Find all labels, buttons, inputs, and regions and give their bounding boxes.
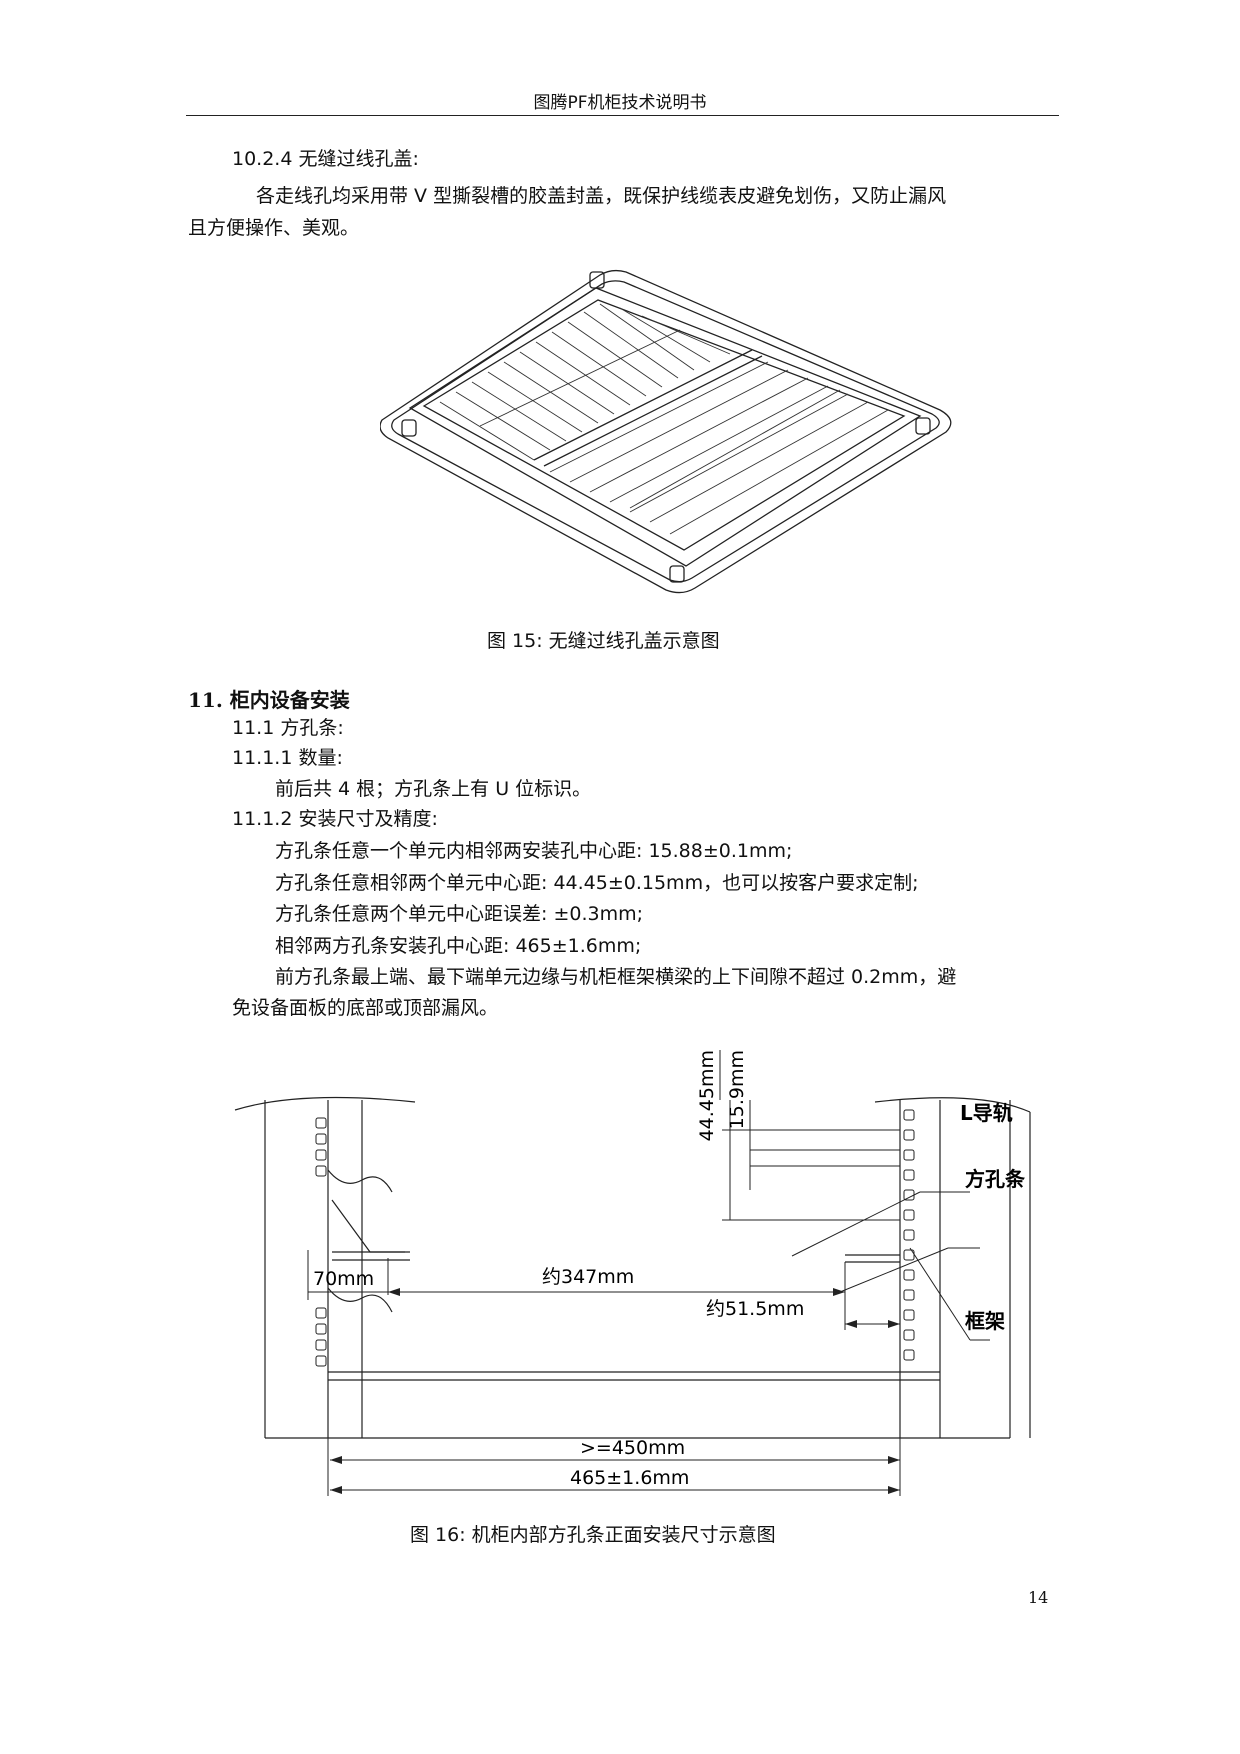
- section-11-1-1-heading: 11.1.1 数量:: [232, 747, 343, 769]
- dim-70-label: 70mm: [313, 1268, 374, 1290]
- page-header-title: 图腾PF机柜技术说明书: [533, 93, 707, 113]
- section-10-2-4-body-line2: 且方便操作、美观。: [188, 217, 360, 239]
- figure-16-caption: 图 16: 机柜内部方孔条正面安装尺寸示意图: [410, 1524, 776, 1546]
- dim-44-45-label: 44.45mm: [696, 1050, 718, 1141]
- section-10-2-4-heading: 10.2.4 无缝过线孔盖:: [232, 148, 419, 170]
- dim-465-label: 465±1.6mm: [570, 1467, 689, 1489]
- page-number: 14: [1028, 1588, 1049, 1607]
- section-10-2-4-body-line1: 各走线孔均采用带 V 型撕裂槽的胶盖封盖，既保护线缆表皮避免划伤，又防止漏风: [256, 185, 947, 207]
- spec-line: 免设备面板的底部或顶部漏风。: [232, 997, 499, 1019]
- l-rail-label: L导轨: [960, 1101, 1013, 1125]
- spec-line: 方孔条任意两个单元中心距误差: ±0.3mm;: [275, 903, 643, 925]
- frame-label: 框架: [965, 1309, 1005, 1333]
- section-11-1-heading: 11.1 方孔条:: [232, 717, 344, 739]
- header-rule: [186, 115, 1059, 116]
- dim-347-label: 约347mm: [542, 1266, 634, 1288]
- square-hole-bar-label: 方孔条: [965, 1167, 1026, 1191]
- dim-51-5-label: 约51.5mm: [706, 1298, 804, 1320]
- spec-line: 前方孔条最上端、最下端单元边缘与机柜框架横梁的上下间隙不超过 0.2mm，避: [275, 966, 957, 988]
- dim-450-label: >=450mm: [580, 1437, 685, 1459]
- square-hole-bar-dimension-figure: 44.45mm 15.9mm L导轨 方孔条 框架 70mm 约347mm 约5…: [234, 1050, 1031, 1496]
- section-11-1-2-heading: 11.1.2 安装尺寸及精度:: [232, 808, 438, 830]
- figure-15-caption: 图 15: 无缝过线孔盖示意图: [487, 630, 720, 652]
- spec-line: 方孔条任意相邻两个单元中心距: 44.45±0.15mm，也可以按客户要求定制;: [275, 872, 919, 894]
- section-11-heading: 11. 柜内设备安装: [188, 688, 350, 712]
- spec-line: 相邻两方孔条安装孔中心距: 465±1.6mm;: [275, 935, 642, 957]
- spec-line: 方孔条任意一个单元内相邻两安装孔中心距: 15.88±0.1mm;: [275, 840, 793, 862]
- cable-hole-cover-figure: [380, 269, 952, 594]
- section-11-1-1-text: 前后共 4 根；方孔条上有 U 位标识。: [275, 778, 592, 800]
- dim-15-9-label: 15.9mm: [726, 1050, 748, 1129]
